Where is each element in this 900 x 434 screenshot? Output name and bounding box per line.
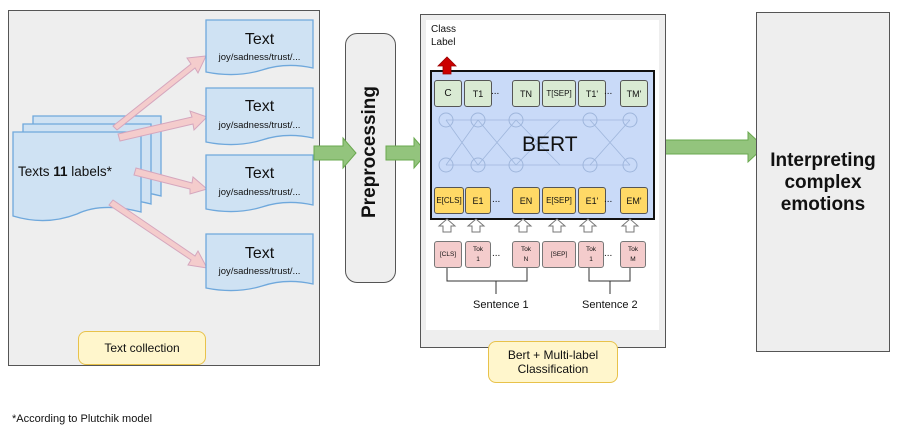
output-token-t1p: T1' (578, 80, 606, 107)
pink-arrow-4 (108, 199, 208, 269)
embedding-text: ... (492, 194, 501, 205)
output-panel (756, 12, 890, 352)
doc-shape-1 (205, 19, 314, 76)
bert-model-name: BERT (522, 133, 578, 156)
sentence-1-label: Sentence 1 (473, 299, 529, 311)
doc-shape-2 (205, 87, 314, 146)
embedding-em: EM' (620, 187, 648, 214)
input-token-tok1: Tok 1 (465, 241, 491, 268)
output-token-ellipsis-2: ... (604, 86, 612, 97)
input-token-text: ... (492, 248, 501, 259)
input-token-sep: [SEP] (542, 241, 576, 268)
class-label-red-arrow (437, 56, 457, 75)
pink-arrow-2 (117, 110, 208, 142)
embedding-text: EN (519, 195, 533, 206)
text-doc-1: Text joy/sadness/trust/... (206, 20, 313, 70)
input-token-tok1p: Tok 1 (578, 241, 604, 268)
output-token-t1: T1 (464, 80, 492, 107)
doc-labels: joy/sadness/trust/... (218, 266, 301, 277)
token-text: ... (491, 86, 500, 97)
source-doc-front (12, 131, 142, 222)
input-token-ellipsis-2: ... (604, 248, 612, 259)
output-token-tsep: T[SEP] (542, 80, 576, 107)
embedding-sep: E[SEP] (542, 187, 576, 214)
sentence-2-label: Sentence 2 (582, 299, 638, 311)
token-text: ... (604, 86, 613, 97)
doc-shape-4 (205, 233, 314, 292)
embedding-text: ... (604, 194, 613, 205)
input-token-text: Tok 1 (585, 246, 597, 263)
sentence-brackets (446, 266, 631, 294)
output-label: Interpreting complex emotions (770, 150, 876, 215)
embedding-ellipsis: ... (492, 194, 500, 205)
output-token-c: C (434, 80, 462, 107)
source-label-count: 11 (53, 164, 68, 179)
input-token-text: Tok M (627, 246, 639, 263)
embedding-e1p: E1' (578, 187, 606, 214)
embedding-text: E[CLS] (436, 196, 462, 205)
embedding-e1: E1 (465, 187, 491, 214)
doc-title: Text (244, 98, 275, 115)
token-text: TN (520, 88, 532, 99)
embedding-text: E1 (472, 195, 484, 206)
green-arrow-1 (313, 136, 357, 170)
token-text: T1' (585, 88, 599, 99)
class-label-text: Class Label (431, 24, 457, 48)
input-token-text: Tok N (520, 246, 532, 263)
footnote: *According to Plutchik model (12, 413, 153, 425)
input-token-ellipsis: ... (492, 248, 500, 259)
source-docs-label: Texts 11 labels* (18, 164, 138, 179)
embedding-text: E[SEP] (546, 196, 572, 205)
output-token-ellipsis: ... (491, 86, 499, 97)
token-text: C (444, 88, 452, 99)
doc-shape-3 (205, 154, 314, 213)
input-token-tokm: Tok M (620, 241, 646, 268)
embedding-en: EN (512, 187, 540, 214)
input-token-text: [SEP] (550, 251, 568, 258)
pink-arrow-1 (112, 55, 207, 131)
input-token-cls: [CLS] (434, 241, 462, 268)
source-label-suffix: labels* (67, 164, 112, 179)
input-up-arrows (437, 218, 640, 233)
doc-title: Text (244, 165, 275, 182)
source-label-prefix: Texts (18, 164, 54, 179)
text-doc-3: Text joy/sadness/trust/... (206, 155, 313, 205)
input-token-text: ... (604, 248, 613, 259)
text-doc-4: Text joy/sadness/trust/... (206, 234, 313, 284)
text-doc-2: Text joy/sadness/trust/... (206, 88, 313, 138)
embedding-ellipsis-2: ... (604, 194, 612, 205)
embedding-cls: E[CLS] (434, 187, 464, 214)
embedding-text: E1' (585, 195, 599, 206)
bert-network-nodes (438, 112, 638, 173)
embedding-text: EM' (626, 195, 642, 206)
text-collection-caption: Text collection (78, 331, 206, 365)
output-token-tm: TM' (620, 80, 648, 107)
doc-labels: joy/sadness/trust/... (218, 120, 301, 131)
input-token-text: Tok 1 (472, 246, 484, 263)
token-text: T1 (472, 88, 484, 99)
input-token-tokn: Tok N (512, 241, 540, 268)
doc-labels: joy/sadness/trust/... (218, 187, 301, 198)
token-text: T[SEP] (546, 89, 572, 98)
output-token-tn: TN (512, 80, 540, 107)
doc-title: Text (244, 31, 275, 48)
input-token-text: [CLS] (439, 251, 457, 258)
bert-caption: Bert + Multi-label Classification (488, 341, 618, 383)
token-text: TM' (626, 88, 642, 99)
pink-arrow-3 (133, 167, 209, 195)
bert-network-lines (445, 119, 631, 166)
doc-labels: joy/sadness/trust/... (218, 52, 301, 63)
doc-title: Text (244, 245, 275, 262)
